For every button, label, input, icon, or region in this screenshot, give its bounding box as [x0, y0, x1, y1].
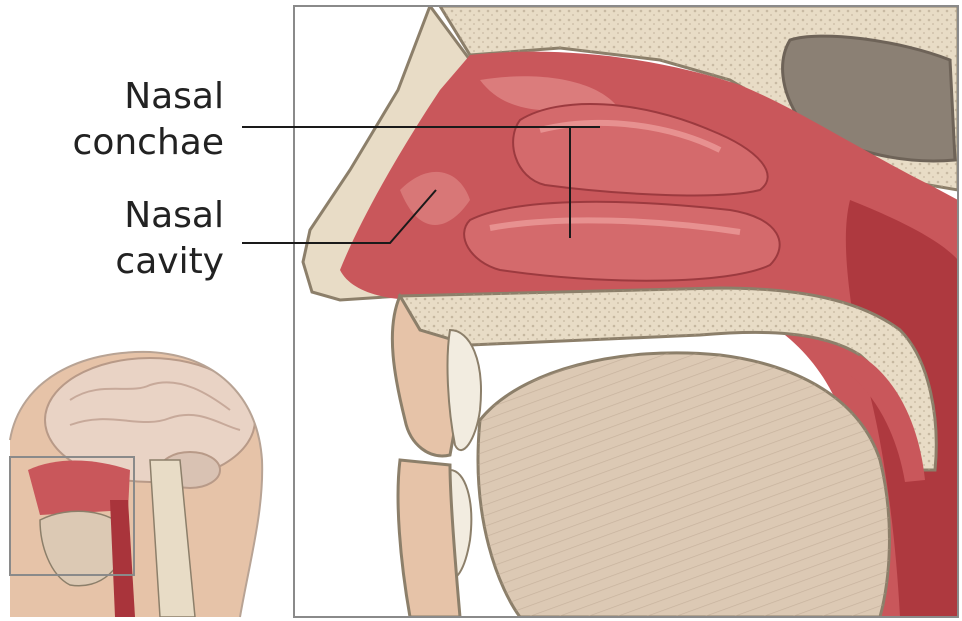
label-nasal-conchae-line1: Nasal — [124, 76, 224, 118]
head-thumbnail — [10, 340, 270, 620]
lower-lip — [398, 460, 460, 617]
main-anatomy-panel — [294, 6, 958, 617]
label-nasal-cavity-line2: cavity — [115, 241, 224, 283]
label-nasal-conchae-line2: conchae — [73, 122, 224, 164]
inferior-concha — [464, 202, 780, 281]
label-nasal-cavity-line1: Nasal — [124, 195, 224, 237]
